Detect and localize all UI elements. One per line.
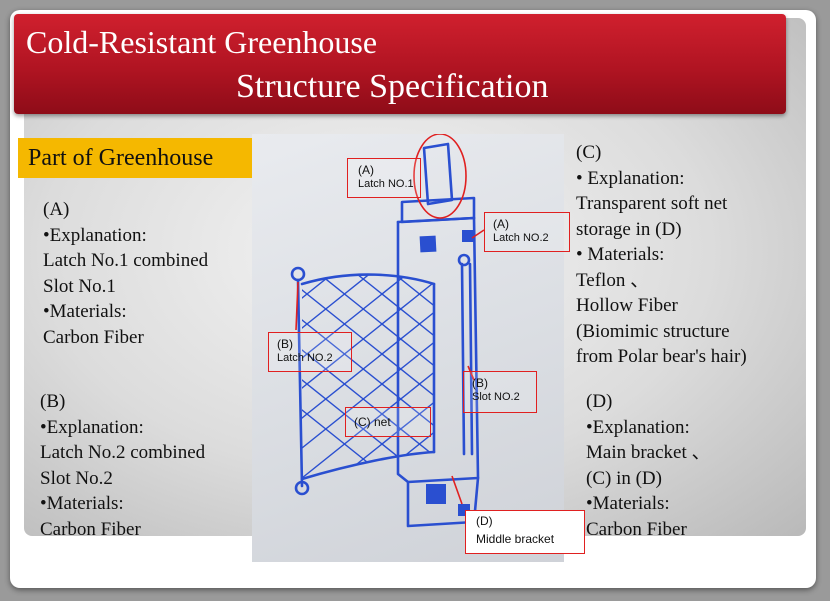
block-b-line: Carbon Fiber xyxy=(40,518,141,540)
block-a-line: •Materials: xyxy=(43,301,127,322)
label-latch-no2-right-text: Latch NO.2 xyxy=(493,232,549,244)
text-block-c: (C) • Explanation: Transparent soft net … xyxy=(576,140,747,370)
block-c-line: Teflon 、 xyxy=(576,269,650,291)
block-b-line: •Materials: xyxy=(40,493,124,514)
block-c-line: (Biomimic structure xyxy=(576,320,730,342)
block-a-line: Carbon Fiber xyxy=(43,326,144,348)
title-line-2: Structure Specification xyxy=(236,68,549,105)
section-badge: Part of Greenhouse xyxy=(18,138,258,178)
label-latch-no2-left: (B) Latch NO.2 xyxy=(268,332,352,372)
sketch-photo xyxy=(252,134,564,562)
title-banner: Cold-Resistant Greenhouse Structure Spec… xyxy=(14,14,786,114)
block-d-line: •Explanation: xyxy=(586,416,690,438)
block-c-line: (C) xyxy=(576,142,602,163)
label-latch-no1-letter: (A) xyxy=(358,163,374,177)
block-b-line: •Explanation: xyxy=(40,416,144,438)
block-c-line: from Polar bear's hair) xyxy=(576,346,747,367)
block-d-line: (D) xyxy=(586,391,613,412)
block-c-line: Transparent soft net xyxy=(576,193,728,214)
block-d-line: •Materials: xyxy=(586,493,670,514)
block-d-line: Carbon Fiber xyxy=(586,518,687,540)
text-block-b: (B) •Explanation: Latch No.2 combined Sl… xyxy=(40,389,205,542)
text-block-a: (A) •Explanation: Latch No.1 combined Sl… xyxy=(43,197,208,350)
label-net-text: (C) net xyxy=(354,415,391,429)
block-c-line: storage in (D) xyxy=(576,218,682,240)
label-middle-bracket-letter: (D) xyxy=(476,514,493,528)
text-block-d: (D) •Explanation: Main bracket 、 (C) in … xyxy=(586,389,711,542)
label-slot-no2-text: Slot NO.2 xyxy=(472,391,520,403)
block-b-line: Slot No.2 xyxy=(40,467,113,489)
label-middle-bracket: (D) Middle bracket xyxy=(465,510,585,554)
label-latch-no2-left-text: Latch NO.2 xyxy=(277,352,333,364)
block-b-line: (B) xyxy=(40,391,66,412)
block-c-line: Hollow Fiber xyxy=(576,295,678,316)
block-a-line: •Explanation: xyxy=(43,224,147,246)
block-c-line: • Explanation: xyxy=(576,167,685,189)
label-slot-no2-letter: (B) xyxy=(472,376,488,390)
block-a-line: Slot No.1 xyxy=(43,275,116,297)
label-latch-no1: (A) Latch NO.1 xyxy=(347,158,421,198)
block-d-line: (C) in (D) xyxy=(586,467,662,489)
block-c-line: • Materials: xyxy=(576,244,665,265)
title-line-1: Cold-Resistant Greenhouse xyxy=(26,24,378,60)
sketch-drawing xyxy=(290,134,485,528)
block-d-line: Main bracket 、 xyxy=(586,442,711,463)
block-b-line: Latch No.2 combined xyxy=(40,442,206,463)
block-a-line: (A) xyxy=(43,199,70,220)
block-a-line: Latch No.1 combined xyxy=(43,250,209,271)
label-latch-no2-left-letter: (B) xyxy=(277,337,293,351)
label-net: (C) net xyxy=(345,407,431,437)
label-latch-no1-text: Latch NO.1 xyxy=(358,178,414,190)
label-slot-no2: (B) Slot NO.2 xyxy=(463,371,537,413)
label-latch-no2-right-letter: (A) xyxy=(493,217,509,231)
label-middle-bracket-text: Middle bracket xyxy=(476,532,555,546)
label-latch-no2-right: (A) Latch NO.2 xyxy=(484,212,570,252)
